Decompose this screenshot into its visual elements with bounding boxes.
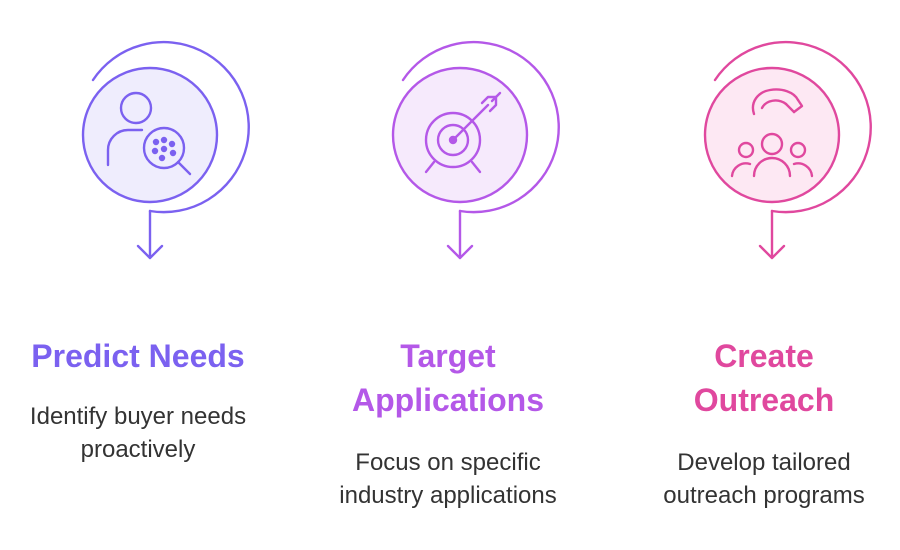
description-line: Develop tailored xyxy=(677,449,851,476)
down-arrow-icon xyxy=(758,209,786,260)
title-line: Applications xyxy=(351,382,544,418)
title-line: Outreach xyxy=(693,382,835,418)
progress-arc xyxy=(713,40,872,214)
step-predict-needs: Predict Needs Identify buyer needs proac… xyxy=(0,0,300,550)
progress-arc xyxy=(91,40,250,214)
down-arrow-icon xyxy=(136,209,164,260)
step-graphic-create-outreach xyxy=(703,40,872,260)
step-description: Focus on specific industry applications xyxy=(298,446,598,512)
description-line: outreach programs xyxy=(663,482,865,509)
down-arrow-icon xyxy=(446,209,474,260)
title-line: Target xyxy=(400,338,496,374)
step-graphic-predict-needs xyxy=(81,40,250,260)
target-arrow-icon xyxy=(424,91,502,174)
step-title: Create Outreach xyxy=(614,334,900,422)
description-line: proactively xyxy=(80,436,196,463)
hand-group-icon xyxy=(730,88,814,178)
step-title: Predict Needs xyxy=(31,338,245,374)
step-create-outreach: Create Outreach Develop tailored outreac… xyxy=(622,0,900,550)
user-search-icon xyxy=(106,91,192,176)
description-line: industry applications xyxy=(339,482,557,509)
description-line: Focus on specific xyxy=(355,449,541,476)
step-target-applications: Target Applications Focus on specific in… xyxy=(310,0,610,550)
step-description: Develop tailored outreach programs xyxy=(614,446,900,512)
title-line: Create xyxy=(714,338,814,374)
step-title: Target Applications xyxy=(298,334,598,422)
step-graphic-target-applications xyxy=(391,40,560,260)
icon-circle xyxy=(391,66,529,204)
step-description: Identify buyer needs proactively xyxy=(0,400,288,466)
description-line: Identify buyer needs xyxy=(29,403,247,430)
progress-arc xyxy=(401,40,560,214)
